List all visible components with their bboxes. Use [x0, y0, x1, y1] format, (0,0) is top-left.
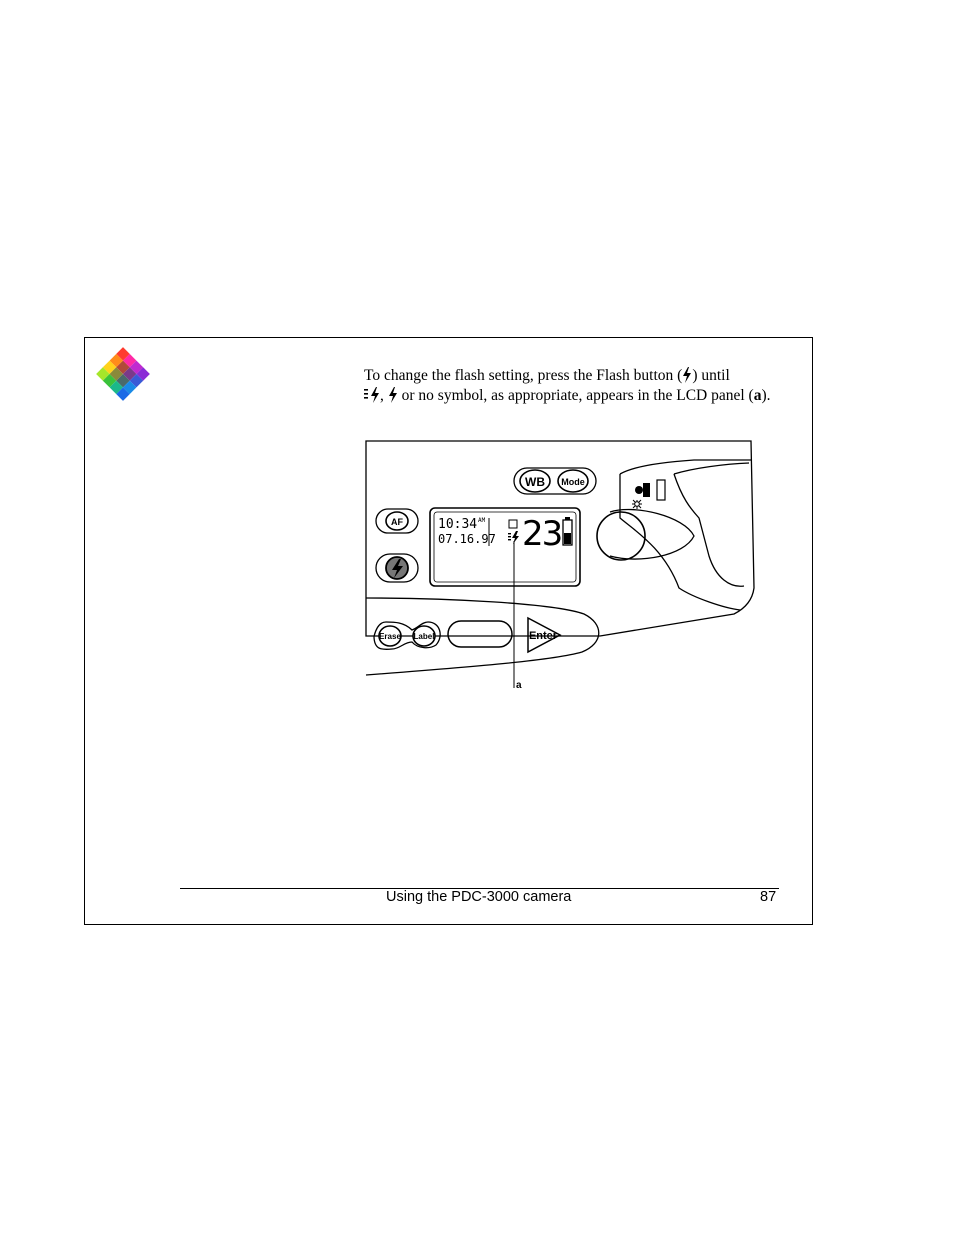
footer-rule	[180, 888, 779, 889]
red-eye-flash-icon	[364, 387, 379, 403]
instruction-text: ) until	[692, 367, 730, 384]
lcd-ampm: AM	[478, 517, 486, 524]
page-frame	[84, 337, 813, 925]
battery-icon	[562, 517, 573, 546]
viewfinder-icon	[632, 479, 666, 509]
callout-label: a	[516, 680, 522, 690]
enter-button[interactable]: Enter	[529, 630, 558, 642]
instruction-text: or no symbol, as appropriate, appears in…	[401, 387, 754, 404]
instruction-text: ).	[761, 387, 771, 404]
logo-diamond-icon	[96, 347, 150, 401]
instruction-text: To change the flash setting, press the F…	[364, 367, 683, 384]
lcd-time: 10:34	[438, 517, 477, 532]
page-number: 87	[760, 889, 777, 905]
flash-icon[interactable]	[392, 559, 403, 578]
footer-title: Using the PDC-3000 camera	[386, 889, 572, 905]
mode-button[interactable]: Mode	[561, 477, 585, 487]
erase-button[interactable]: Erase	[379, 632, 401, 641]
flash-icon	[388, 387, 397, 403]
lcd-exposure-count: 23	[522, 514, 561, 554]
lcd-date: 07.16.97	[438, 532, 496, 546]
instruction-paragraph: To change the flash setting, press the F…	[364, 366, 784, 406]
red-eye-flash-icon	[508, 531, 519, 544]
instruction-text: ,	[380, 387, 384, 404]
camera-back-illustration: WB Mode AF 10:34 AM 07.16.97 23 Er	[365, 440, 755, 690]
flash-icon	[683, 367, 692, 383]
label-button[interactable]: Label	[414, 632, 435, 641]
af-button[interactable]: AF	[391, 517, 403, 527]
wb-button[interactable]: WB	[525, 475, 545, 489]
callout-reference: a	[753, 387, 762, 404]
